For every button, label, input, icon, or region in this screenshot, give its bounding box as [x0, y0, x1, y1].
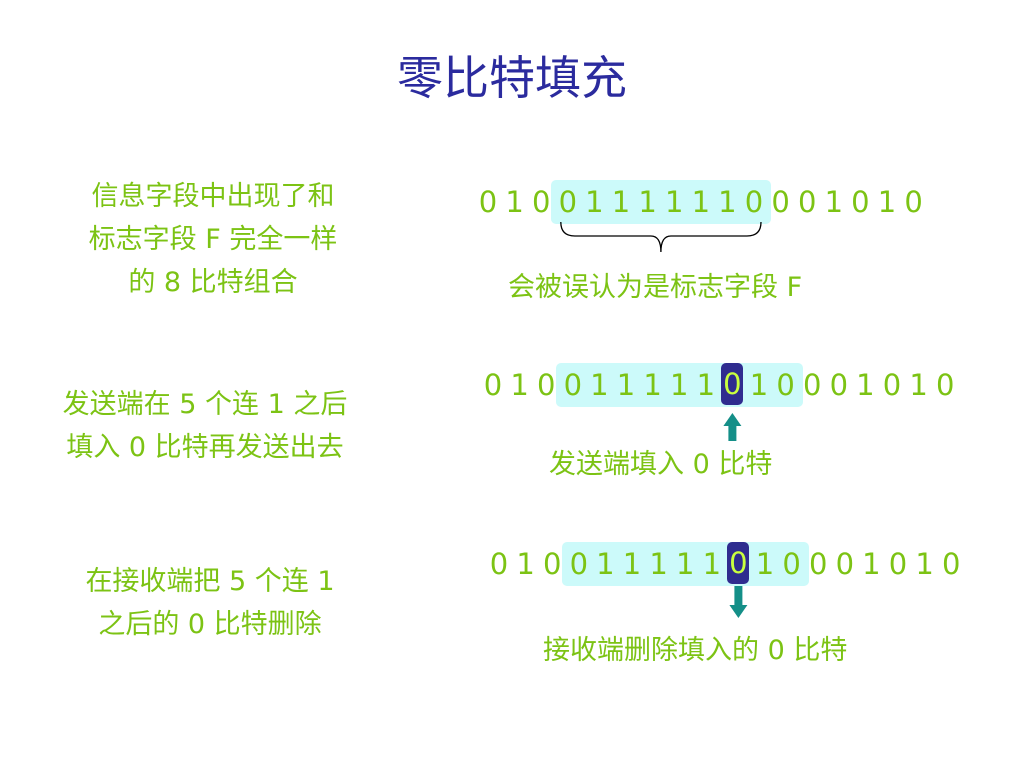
bit: 0	[478, 185, 498, 219]
bit: 0	[797, 185, 817, 219]
highlight-box	[550, 180, 771, 224]
bit: 1	[510, 368, 529, 402]
bit: 0	[744, 185, 764, 219]
bit: 0	[782, 547, 801, 581]
bit: 0	[771, 185, 790, 219]
bit: 1	[622, 547, 642, 581]
row-2-description-line: 发送端在 5 个连 1 之后	[62, 389, 348, 420]
bit: 1	[664, 185, 684, 219]
arrow-down-icon	[729, 586, 748, 618]
bit: 0	[569, 547, 589, 581]
bit: 0	[888, 547, 908, 581]
row-2-description: 发送端在 5 个连 1 之后 填入 0 比特再发送出去	[20, 383, 390, 469]
bit: 1	[915, 547, 934, 581]
row-2-caption: 发送端填入 0 比特	[549, 449, 773, 480]
bit: 0	[829, 368, 849, 402]
bit: 1	[691, 185, 711, 219]
bit: 1	[596, 547, 615, 581]
stuffed-bit: 0	[721, 363, 744, 405]
bit: 1	[638, 185, 657, 219]
row-3-caption: 接收端删除填入的 0 比特	[543, 635, 848, 666]
bit: 0	[904, 185, 923, 219]
bit: 0	[802, 368, 822, 402]
bit: 1	[516, 547, 535, 581]
bit: 0	[563, 368, 583, 402]
bit: 0	[542, 547, 562, 581]
arrow-up-icon	[723, 413, 742, 441]
bit: 1	[585, 185, 604, 219]
row-1-description-line: 信息字段中出现了和	[91, 181, 335, 212]
bit: 0	[531, 185, 551, 219]
bit: 0	[941, 547, 961, 581]
row-1-description-line: 的 8 比特组合	[128, 267, 298, 298]
row-2-description-line: 填入 0 比特再发送出去	[66, 432, 344, 463]
bit: 1	[862, 547, 881, 581]
bit: 1	[643, 368, 662, 402]
bit: 1	[718, 185, 737, 219]
bit: 1	[649, 547, 668, 581]
bit: 0	[483, 368, 503, 402]
bit: 1	[611, 185, 631, 219]
bit: 0	[935, 368, 955, 402]
row-3-description: 在接收端把 5 个连 1 之后的 0 比特删除	[25, 560, 395, 646]
row-1-description-line: 标志字段 F 完全一样	[88, 224, 338, 255]
row-3-description-line: 之后的 0 比特删除	[98, 609, 322, 640]
bit: 0	[776, 368, 795, 402]
highlight-box	[555, 363, 803, 407]
bit: 1	[616, 368, 636, 402]
bit: 1	[505, 185, 524, 219]
bit: 1	[755, 547, 775, 581]
row-3-description-line: 在接收端把 5 个连 1	[85, 566, 335, 597]
bit: 1	[749, 368, 769, 402]
bit: 0	[882, 368, 902, 402]
bit: 1	[702, 547, 722, 581]
bit: 1	[675, 547, 695, 581]
bit: 1	[856, 368, 875, 402]
bit: 0	[536, 368, 556, 402]
bit: 0	[489, 547, 509, 581]
bit: 1	[696, 368, 716, 402]
bit: 0	[835, 547, 855, 581]
bit: 0	[808, 547, 828, 581]
bit: 0	[851, 185, 870, 219]
page-title: 零比特填充	[397, 51, 627, 105]
bit: 1	[824, 185, 844, 219]
bit: 0	[558, 185, 578, 219]
highlight-box	[561, 542, 809, 586]
bit: 1	[669, 368, 689, 402]
stuffed-bit: 0	[727, 542, 750, 584]
bit: 1	[590, 368, 609, 402]
brace-icon	[560, 221, 762, 253]
row-1-description: 信息字段中出现了和 标志字段 F 完全一样 的 8 比特组合	[28, 175, 398, 304]
row-1-caption: 会被误认为是标志字段 F	[508, 272, 803, 303]
bit: 1	[909, 368, 928, 402]
bit: 1	[877, 185, 897, 219]
